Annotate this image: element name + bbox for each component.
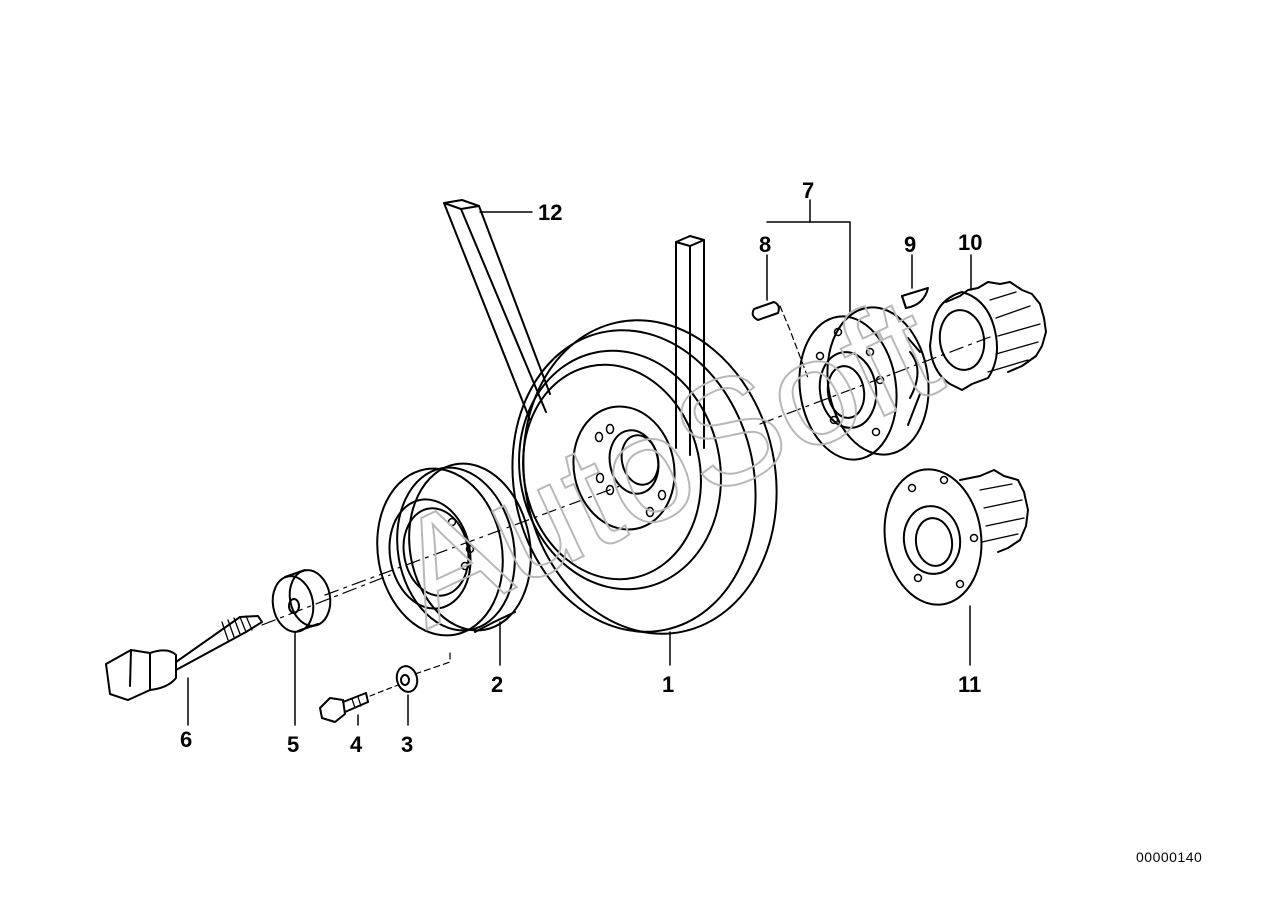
callout-labels: 1 2 3 4 5 6 7 8 9 10 11 12: [180, 178, 982, 757]
callout-11: 11: [958, 672, 981, 697]
callout-2: 2: [491, 672, 503, 697]
callout-1: 1: [662, 672, 674, 697]
part-1-vibration-damper: [511, 319, 778, 635]
callout-5: 5: [287, 732, 299, 757]
part-2-belt-pulley: [376, 462, 532, 637]
part-7-hub: [798, 306, 930, 461]
part-5-spacer: [271, 569, 332, 633]
diagram-id: 00000140: [1136, 849, 1203, 865]
watermark-text: AutoSoft: [369, 263, 961, 658]
callout-7: 7: [802, 178, 814, 203]
leader-lines: [187, 199, 972, 726]
watermark: AutoSoft: [368, 262, 962, 659]
callout-9: 9: [904, 232, 916, 257]
part-10-sprocket: [929, 281, 1047, 391]
callout-12: 12: [538, 200, 562, 225]
callout-6: 6: [180, 727, 192, 752]
part-4-hex-screw: [319, 692, 369, 723]
callout-8: 8: [759, 232, 771, 257]
part-9-woodruff-key: [901, 287, 929, 309]
callout-10: 10: [958, 230, 982, 255]
part-12-v-belt: [443, 199, 705, 456]
callout-3: 3: [401, 732, 413, 757]
part-3-washer: [395, 665, 419, 693]
part-8-dowel-pin: [751, 301, 780, 321]
part-6-central-bolt: [105, 615, 263, 701]
callout-4: 4: [350, 732, 363, 757]
part-11-hub-sprocket-assembly: [883, 468, 1029, 606]
